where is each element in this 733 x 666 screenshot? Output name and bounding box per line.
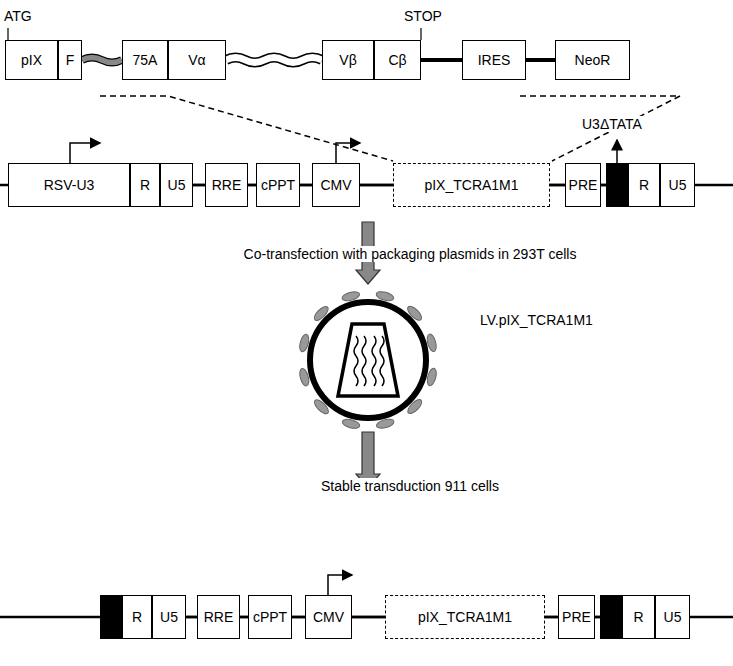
segment-label: Vα [188,52,205,68]
connector [526,60,555,61]
promoter-arrow [616,140,618,163]
segment-box: pIX_TCRA1M1 [393,163,550,207]
segment-label: R [639,177,649,193]
segment-box: RRE [205,163,248,207]
segment-box: cPPT [248,595,292,639]
segment-label: NeoR [575,52,611,68]
annotation: ATG [2,8,34,24]
deleted-u3 [600,595,622,639]
segment-label: U5 [669,177,687,193]
segment-label: R [633,609,643,625]
promoter-arrow [328,575,352,595]
segment-box: cPPT [256,163,300,207]
segment-label: CMV [313,609,344,625]
segment-box: R [122,595,152,639]
deleted-u3 [606,163,628,207]
segment-label: cPPT [261,177,295,193]
segment-label: U5 [168,177,186,193]
segment-box: Vα [168,40,226,80]
segment-box: pIX [5,40,58,80]
segment-label: RRE [204,609,234,625]
segment-label: Vβ [339,52,356,68]
segment-box: PRE [558,595,595,639]
annotation: STOP [402,8,444,24]
segment-label: Cβ [388,52,406,68]
segment-label: 75A [133,52,158,68]
segment-box: Vβ [322,40,374,80]
segment-label: F [66,52,75,68]
segment-box: RRE [197,595,240,639]
tick [7,28,8,40]
segment-label: R [140,177,150,193]
annotation: U3ΔTATA [580,116,644,132]
segment-box: pIX_TCRA1M1 [385,595,545,639]
segment-box: NeoR [555,40,630,80]
segment-box: R [628,163,660,207]
segment-box: IRES [462,40,526,80]
segment-box: U5 [655,595,690,639]
segment-box: R [622,595,655,639]
segment-box: R [130,163,160,207]
annotation: LV.pIX_TCRA1M1 [478,312,595,328]
annotation: Stable transduction 911 cells [319,478,501,494]
segment-box: RSV-U3 [8,163,130,207]
segment-label: U5 [160,609,178,625]
connector [226,58,322,63]
promoter-arrow [70,143,100,163]
tick [420,28,421,40]
segment-box: PRE [565,163,601,207]
segment-label: pIX_TCRA1M1 [424,177,518,193]
segment-box: Cβ [374,40,421,80]
expansion-line [100,96,393,161]
connector [421,60,462,61]
expansion-line [520,96,680,161]
segment-label: U5 [664,609,682,625]
segment-label: IRES [478,52,511,68]
segment-box: U5 [152,595,186,639]
segment-box: CMV [305,595,352,639]
segment-box: CMV [312,163,360,207]
connector [82,58,122,63]
segment-box: 75A [122,40,168,80]
segment-label: pIX_TCRA1M1 [418,609,512,625]
segment-box: U5 [660,163,695,207]
segment-label: RSV-U3 [44,177,95,193]
segment-label: CMV [320,177,351,193]
segment-box: F [58,40,82,80]
segment-label: R [132,609,142,625]
segment-label: pIX [21,52,42,68]
promoter-arrow [336,143,360,163]
segment-label: PRE [569,177,598,193]
segment-label: cPPT [253,609,287,625]
lentivirus-particle [298,290,438,430]
segment-box: U5 [160,163,193,207]
segment-label: PRE [562,609,591,625]
segment-label: RRE [212,177,242,193]
deleted-u3 [100,595,122,639]
annotation: Co-transfection with packaging plasmids … [242,246,579,262]
